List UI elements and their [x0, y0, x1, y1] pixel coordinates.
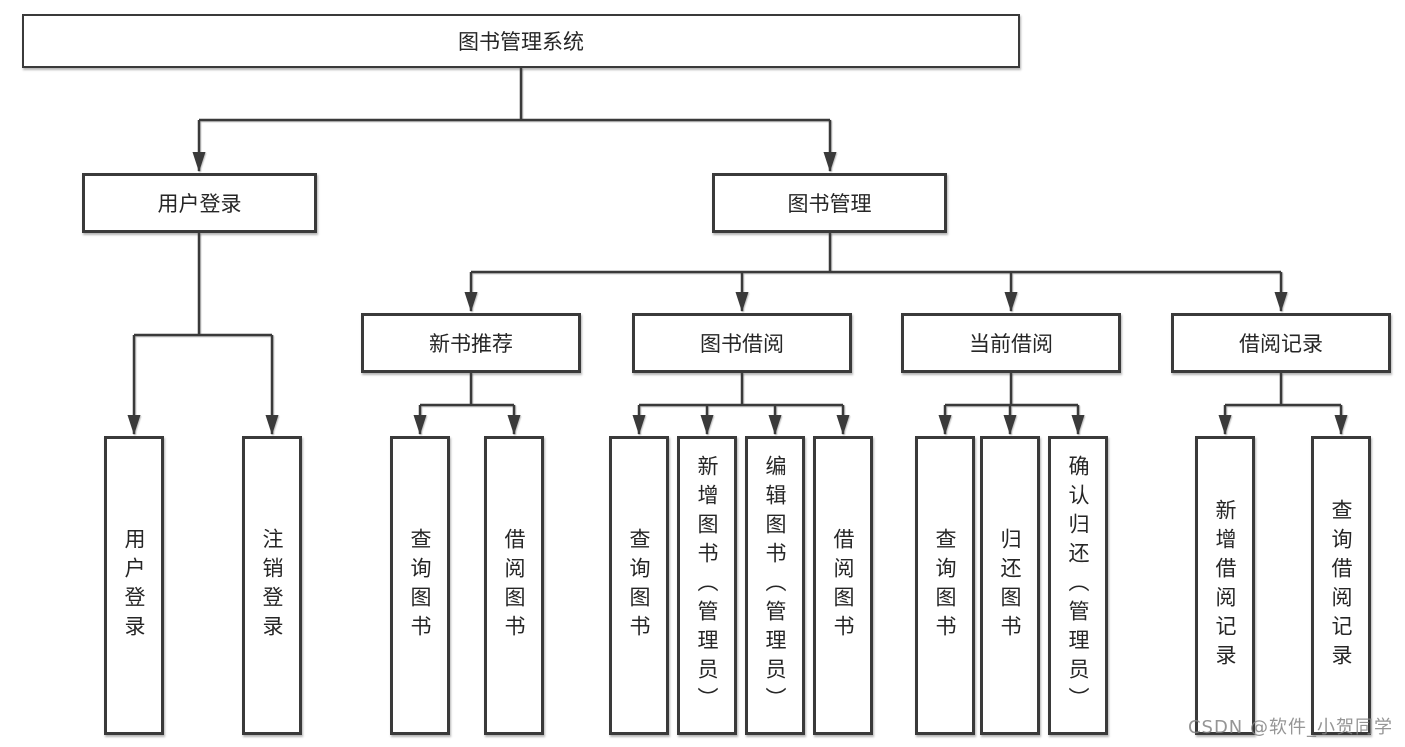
leaf-user-login-label: 用户登录 — [122, 527, 146, 644]
leaf-query-borrow-record-label: 查询借阅记录 — [1329, 498, 1353, 673]
leaf-query-books-recommend-label: 查询图书 — [408, 527, 432, 644]
leaf-add-borrow-record: 新增借阅记录 — [1195, 436, 1255, 735]
leaf-add-book-admin-label: 新增图书（管理员） — [695, 455, 719, 716]
leaf-logout-label: 注销登录 — [260, 527, 284, 644]
node-book-borrowing: 图书借阅 — [632, 313, 852, 373]
node-borrowing-records: 借阅记录 — [1171, 313, 1391, 373]
leaf-user-login: 用户登录 — [104, 436, 164, 735]
watermark-text: CSDN @软件_小贺同学 — [1187, 717, 1393, 738]
leaf-add-book-admin: 新增图书（管理员） — [677, 436, 737, 735]
leaf-borrow-books-borrowing-label: 借阅图书 — [831, 527, 855, 644]
leaf-query-books-current: 查询图书 — [915, 436, 975, 735]
node-book-management: 图书管理 — [712, 173, 947, 233]
leaf-borrow-books-recommend: 借阅图书 — [484, 436, 544, 735]
leaf-edit-book-admin: 编辑图书（管理员） — [745, 436, 805, 735]
leaf-return-book: 归还图书 — [980, 436, 1040, 735]
node-book-management-system: 图书管理系统 — [22, 14, 1020, 68]
leaf-borrow-books-borrowing: 借阅图书 — [813, 436, 873, 735]
leaf-add-borrow-record-label: 新增借阅记录 — [1213, 498, 1237, 673]
node-new-book-recommendation: 新书推荐 — [361, 313, 581, 373]
leaf-edit-book-admin-label: 编辑图书（管理员） — [763, 455, 787, 716]
leaf-confirm-return-admin-label: 确认归还（管理员） — [1066, 455, 1090, 716]
leaf-confirm-return-admin: 确认归还（管理员） — [1048, 436, 1108, 735]
leaf-query-books-current-label: 查询图书 — [933, 527, 957, 644]
leaf-query-books-recommend: 查询图书 — [390, 436, 450, 735]
leaf-query-books-borrowing: 查询图书 — [609, 436, 669, 735]
leaf-query-borrow-record: 查询借阅记录 — [1311, 436, 1371, 735]
leaf-logout: 注销登录 — [242, 436, 302, 735]
node-current-borrowing: 当前借阅 — [901, 313, 1121, 373]
leaf-borrow-books-recommend-label: 借阅图书 — [502, 527, 526, 644]
node-user-login: 用户登录 — [82, 173, 317, 233]
leaf-query-books-borrowing-label: 查询图书 — [627, 527, 651, 644]
leaf-return-book-label: 归还图书 — [998, 527, 1022, 644]
